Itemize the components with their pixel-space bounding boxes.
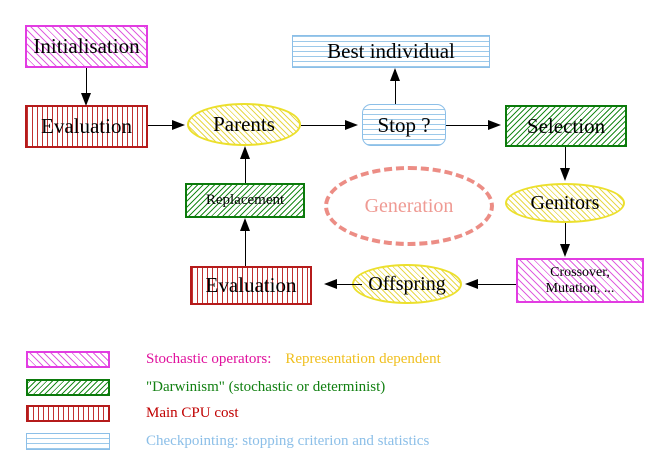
node-crossover-line1: Crossover, xyxy=(550,264,610,280)
node-parents[interactable]: Parents xyxy=(187,103,301,146)
legend-swatch-magenta-diagonal-hatch xyxy=(26,350,110,368)
edge-stop-selection xyxy=(446,125,488,126)
legend-label-stochastic-operators: Stochastic operators: xyxy=(146,350,272,367)
node-generation-label: Generation xyxy=(364,194,454,217)
node-selection-label: Selection xyxy=(526,113,606,138)
node-stop-label: Stop ? xyxy=(377,112,431,137)
edge-offspring-evaluation xyxy=(337,284,362,285)
legend-swatch-green-diagonal-hatch xyxy=(26,378,110,396)
edge-evaluation-parents-arrowhead xyxy=(172,120,185,130)
edge-evaluation-replacement-arrowhead xyxy=(240,218,250,231)
node-best-individual-label: Best individual xyxy=(327,39,455,64)
edge-evaluation-replacement xyxy=(245,230,246,266)
legend-row-stochastic-operators: Stochastic operators: Representation dep… xyxy=(26,346,441,372)
legend-swatch-red-vertical-hatch xyxy=(26,404,110,422)
edge-evaluation-parents xyxy=(148,125,174,126)
edge-parents-stop-arrowhead xyxy=(345,120,358,130)
node-stop[interactable]: Stop ? xyxy=(362,104,446,146)
node-crossover-line2: Mutation, ... xyxy=(545,280,615,296)
edge-crossover-offspring xyxy=(478,284,516,285)
node-evaluation-top-label: Evaluation xyxy=(41,114,132,139)
edge-parents-stop xyxy=(301,125,345,126)
node-evaluation-top[interactable]: Evaluation xyxy=(25,105,148,148)
edge-genitors-crossover-arrowhead xyxy=(560,244,570,257)
node-offspring-label: Offspring xyxy=(368,272,446,295)
legend-label-main-cpu-cost: Main CPU cost xyxy=(146,404,239,421)
legend-row-main-cpu-cost: Main CPU cost xyxy=(26,400,239,426)
node-selection[interactable]: Selection xyxy=(505,105,627,147)
generation-dashed-ellipse xyxy=(324,166,494,246)
node-replacement[interactable]: Replacement xyxy=(185,183,305,218)
legend-row-checkpointing: Checkpointing: stopping criterion and st… xyxy=(26,428,429,454)
legend-swatch-blue-horizontal-hatch xyxy=(26,432,110,450)
edge-selection-genitors xyxy=(565,147,566,169)
node-initialisation-label: Initialisation xyxy=(33,34,140,59)
node-genitors-label: Genitors xyxy=(530,191,600,214)
legend: Stochastic operators: Representation dep… xyxy=(0,338,662,458)
node-offspring[interactable]: Offspring xyxy=(352,264,462,304)
node-best-individual[interactable]: Best individual xyxy=(292,35,490,68)
edge-replacement-parents xyxy=(245,158,246,183)
edge-genitors-crossover xyxy=(565,223,566,245)
legend-label-representation-dependent: Representation dependent xyxy=(285,350,441,367)
edge-stop-best-individual xyxy=(395,70,396,104)
node-generation: Generation xyxy=(324,166,494,246)
legend-label-checkpointing: Checkpointing: stopping criterion and st… xyxy=(146,432,430,449)
node-parents-label: Parents xyxy=(213,112,275,137)
legend-label-darwinism: "Darwinism" (stochastic or determinist) xyxy=(146,378,386,395)
node-initialisation[interactable]: Initialisation xyxy=(25,25,148,68)
edge-selection-genitors-arrowhead xyxy=(560,168,570,181)
node-evaluation-bottom[interactable]: Evaluation xyxy=(190,266,312,305)
edge-stop-best-individual-arrowhead xyxy=(390,68,400,81)
edge-offspring-evaluation-arrowhead xyxy=(324,279,337,289)
edge-initialisation-evaluation-arrowhead xyxy=(81,93,91,106)
edge-initialisation-evaluation xyxy=(86,68,87,95)
node-crossover-mutation[interactable]: Crossover, Mutation, ... xyxy=(516,258,644,303)
edge-crossover-offspring-arrowhead xyxy=(465,279,478,289)
node-evaluation-bottom-label: Evaluation xyxy=(205,273,297,298)
edge-stop-selection-arrowhead xyxy=(488,120,501,130)
legend-row-darwinism: "Darwinism" (stochastic or determinist) xyxy=(26,374,385,400)
node-genitors[interactable]: Genitors xyxy=(505,183,625,223)
node-replacement-label: Replacement xyxy=(205,191,285,208)
edge-replacement-parents-arrowhead xyxy=(240,146,250,159)
